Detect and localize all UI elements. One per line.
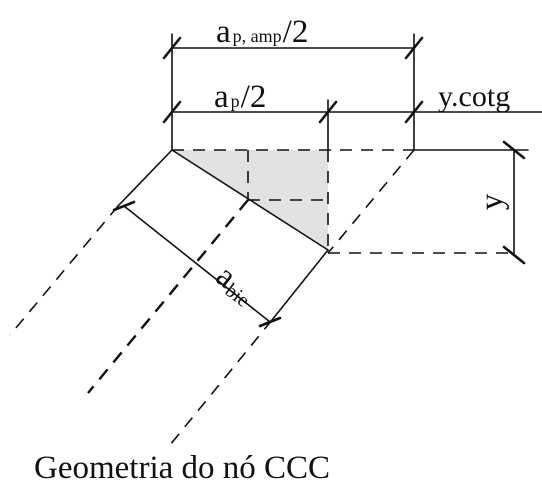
label-y: y: [474, 193, 510, 210]
dim-ycotg-tick-right: [404, 100, 424, 124]
dim-abie-tick-bottom: [258, 316, 282, 328]
dim-ap-tick-mid: [318, 100, 338, 124]
strut-axis-dashed: [87, 199, 249, 394]
dim-y-tick-bottom: [502, 245, 526, 265]
dim-ap-amp-tick-left: [162, 36, 182, 60]
diagram-caption: Geometria do nó CCC: [34, 450, 330, 486]
right-inclined-dashed: [327, 149, 415, 254]
dim-abie-tick-top: [112, 200, 136, 212]
strut-right-edge-solid: [271, 249, 329, 321]
label-a-bie: abie: [208, 258, 262, 312]
dim-abie-line: [123, 205, 271, 323]
strut-left-edge-solid: [117, 149, 173, 207]
dim-y-tick-top: [502, 140, 526, 160]
dim-ap-tick-left: [162, 100, 182, 124]
label-y-cotg: y.cotg: [438, 80, 510, 113]
dim-ap-amp-tick-right: [404, 36, 424, 60]
strut-right-boundary-dashed: [169, 319, 273, 446]
strut-left-boundary-dashed: [9, 205, 119, 336]
